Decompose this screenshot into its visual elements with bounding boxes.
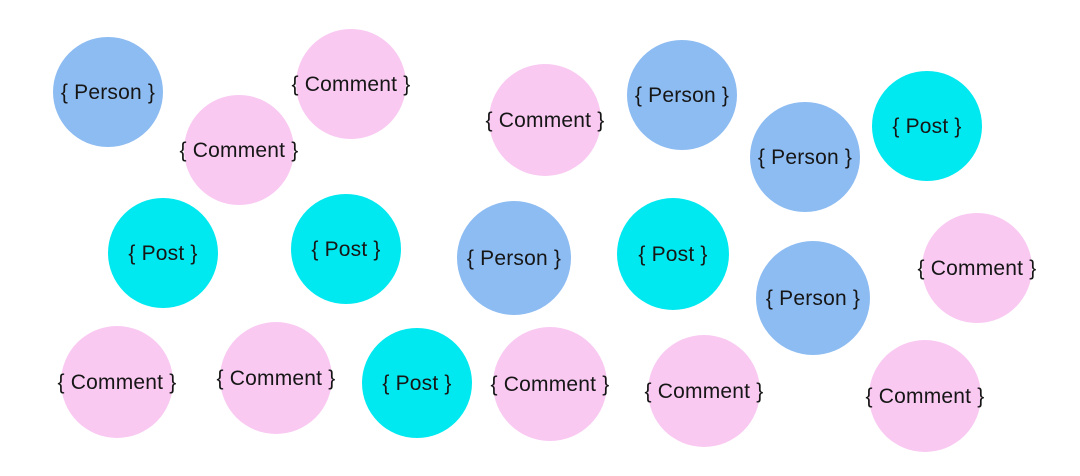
- node-label: { Comment }: [216, 366, 336, 390]
- node-label: { Person }: [765, 286, 861, 310]
- node-person: { Person }: [750, 102, 860, 212]
- node-label: { Comment }: [644, 379, 764, 403]
- node-label: { Person }: [634, 83, 730, 107]
- node-comment: { Comment }: [490, 327, 610, 441]
- node-person: { Person }: [53, 37, 163, 147]
- node-label: { Post }: [638, 242, 708, 266]
- node-post: { Post }: [362, 328, 472, 438]
- node-label: { Post }: [892, 114, 962, 138]
- node-label: { Comment }: [490, 372, 610, 396]
- node-post: { Post }: [617, 198, 729, 310]
- node-comment: { Comment }: [866, 340, 984, 452]
- node-comment: { Comment }: [292, 29, 410, 139]
- node-comment: { Comment }: [217, 322, 335, 434]
- node-label: { Comment }: [179, 138, 299, 162]
- node-person: { Person }: [756, 241, 870, 355]
- node-post: { Post }: [108, 198, 218, 308]
- node-comment: { Comment }: [645, 335, 763, 447]
- node-label: { Person }: [757, 145, 853, 169]
- node-label: { Comment }: [917, 256, 1037, 280]
- node-person: { Person }: [627, 40, 737, 150]
- node-comment: { Comment }: [58, 326, 176, 438]
- node-label: { Comment }: [57, 370, 177, 394]
- node-label: { Comment }: [291, 72, 411, 96]
- node-label: { Person }: [60, 80, 156, 104]
- node-label: { Person }: [466, 246, 562, 270]
- node-comment: { Comment }: [918, 213, 1036, 323]
- node-post: { Post }: [872, 71, 982, 181]
- node-label: { Post }: [311, 237, 381, 261]
- node-label: { Comment }: [485, 108, 605, 132]
- node-label: { Comment }: [865, 384, 985, 408]
- node-person: { Person }: [457, 201, 571, 315]
- node-label: { Post }: [382, 371, 452, 395]
- node-post: { Post }: [291, 194, 401, 304]
- node-comment: { Comment }: [180, 95, 298, 205]
- node-comment: { Comment }: [486, 64, 604, 176]
- node-label: { Post }: [128, 241, 198, 265]
